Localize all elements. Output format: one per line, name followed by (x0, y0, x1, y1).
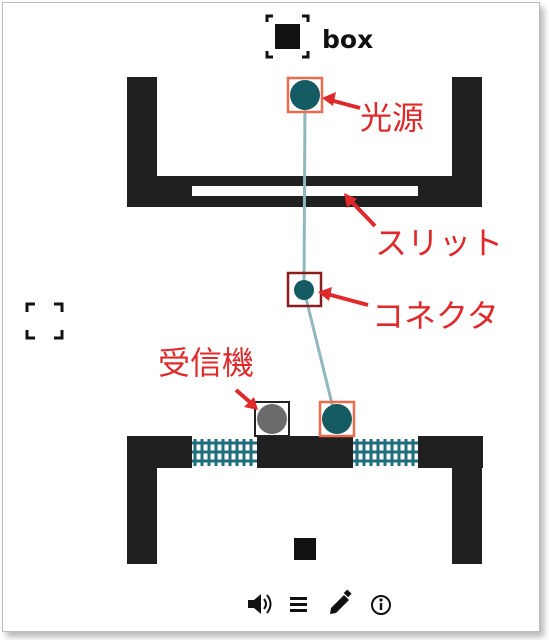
light-source-selection-box (286, 76, 324, 114)
receiver-arrow (234, 388, 258, 410)
speaker-icon[interactable] (248, 594, 272, 614)
light-source-label: 光源 (360, 99, 424, 137)
light-source-node[interactable] (290, 80, 320, 110)
small-block (294, 538, 316, 560)
receiver-node[interactable] (257, 404, 287, 434)
connector-node[interactable] (294, 280, 314, 300)
slit-arrow (344, 193, 377, 228)
connector-arrow (318, 287, 369, 307)
connector-box (286, 271, 323, 308)
receiver-box (254, 401, 290, 437)
receiver-label: 受信機 (158, 344, 254, 382)
box-icon[interactable] (265, 14, 310, 59)
beam-segment-upper (302, 95, 307, 291)
right-grid-connector (353, 439, 418, 466)
left-grid-connector (192, 439, 257, 466)
light-source-arrow (322, 92, 361, 110)
canvas-frame (2, 2, 540, 632)
pencil-icon[interactable] (330, 589, 352, 614)
slit-label: スリット (375, 224, 503, 262)
connector-label: コネクタ (372, 297, 499, 335)
beam-segment-lower (302, 289, 338, 421)
lower-housing (127, 436, 483, 564)
detector-node[interactable] (322, 404, 352, 434)
info-icon[interactable] (371, 595, 391, 615)
detector-selection-box (318, 400, 356, 438)
fullscreen-icon[interactable] (25, 302, 64, 340)
menu-icon[interactable] (290, 597, 307, 612)
title: box (322, 25, 373, 54)
